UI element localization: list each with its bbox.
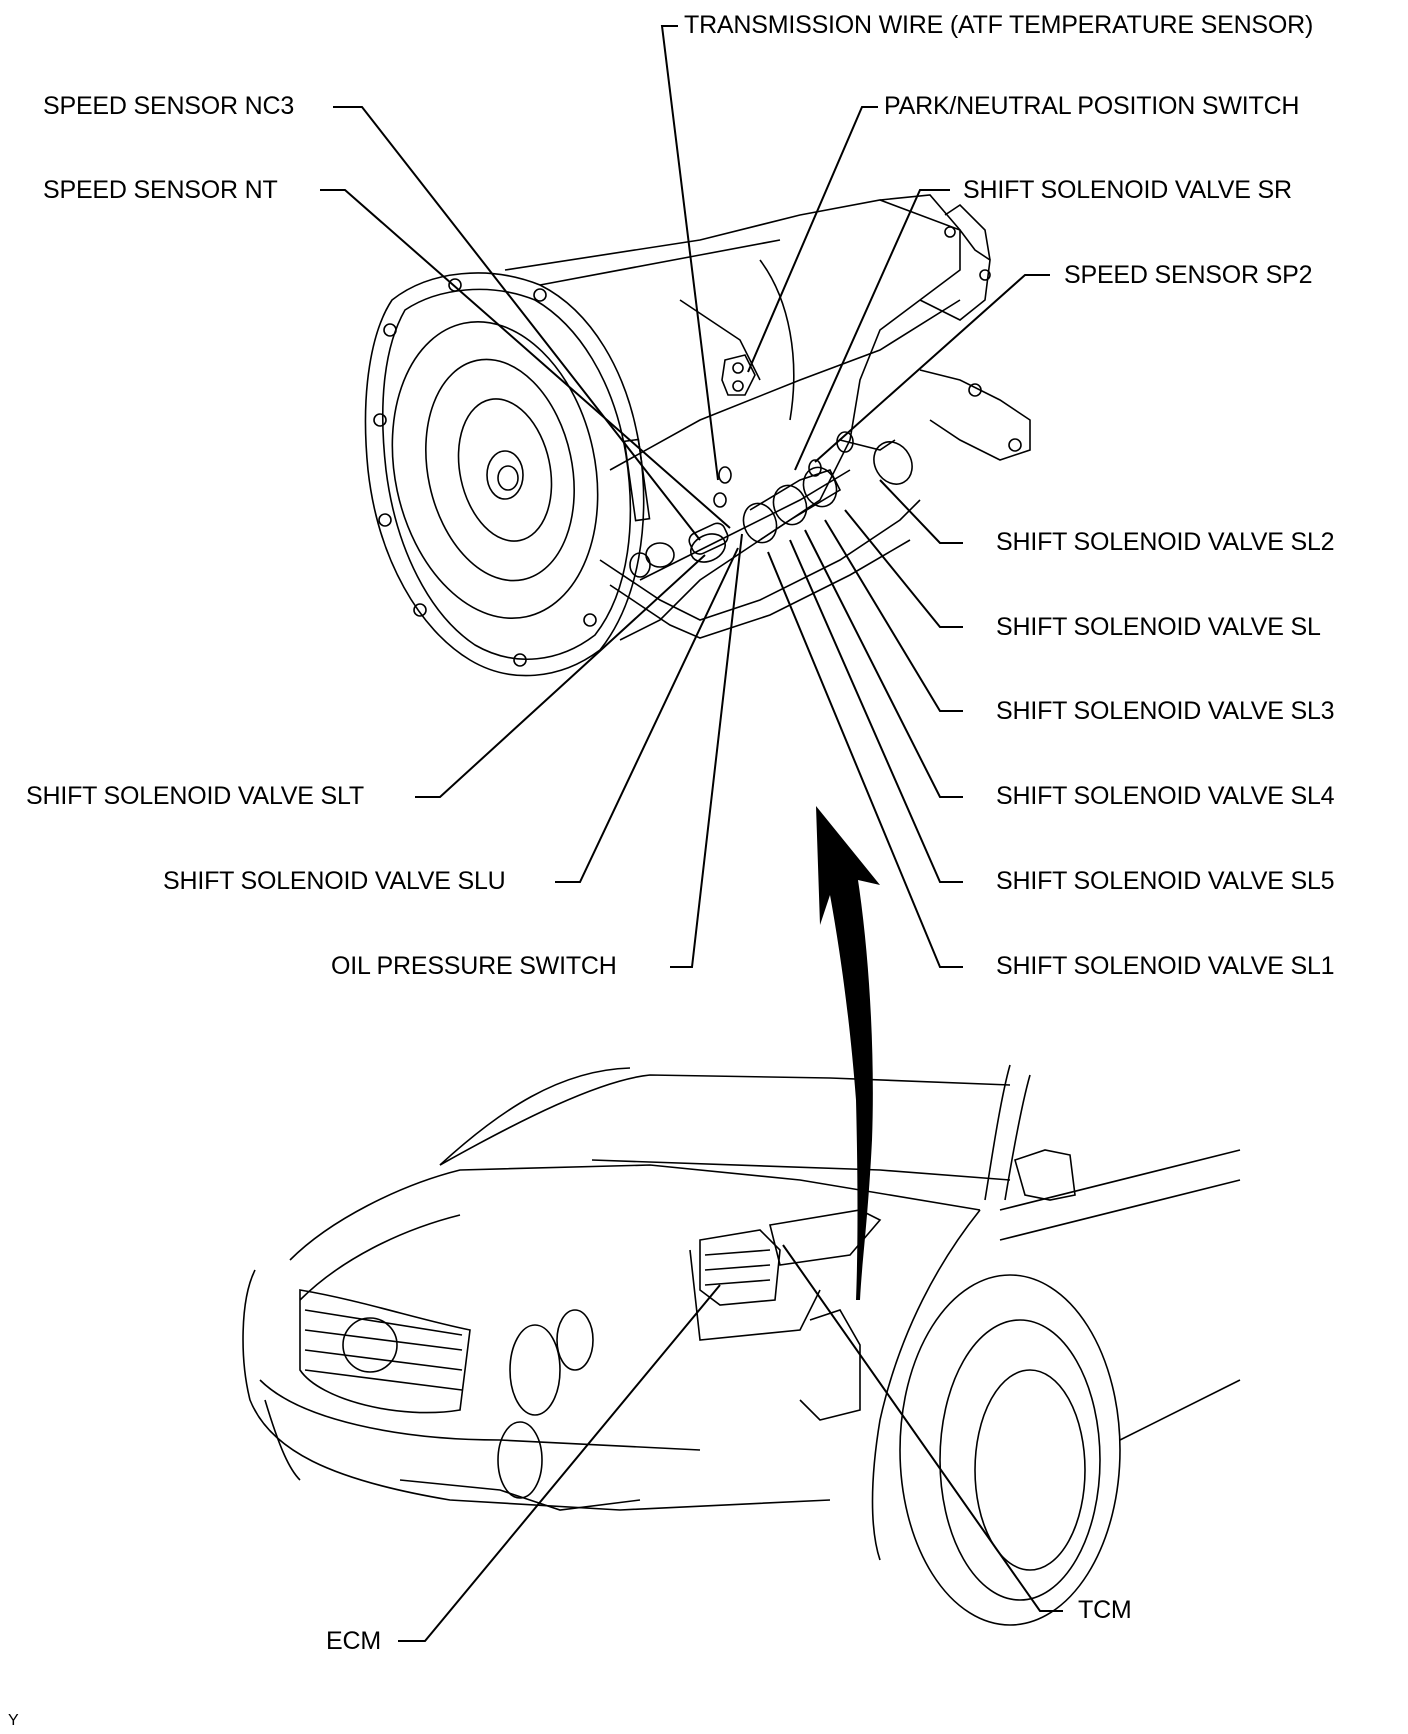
- label-speed-sensor-nc3: SPEED SENSOR NC3: [43, 92, 295, 120]
- side-mirror: [1014, 1149, 1076, 1201]
- grille-emblem: [342, 1317, 398, 1373]
- label-shift-solenoid-valve-slt: SHIFT SOLENOID VALVE SLT: [26, 782, 364, 810]
- front-wheel: [899, 1274, 1121, 1626]
- leader-lines: [320, 25, 1063, 1642]
- label-tcm: TCM: [1078, 1596, 1132, 1624]
- label-shift-solenoid-valve-sl3: SHIFT SOLENOID VALVE SL3: [996, 697, 1335, 725]
- vehicle-illustration: [242, 1064, 1241, 1626]
- label-shift-solenoid-valve-sl2: SHIFT SOLENOID VALVE SL2: [996, 528, 1335, 556]
- label-shift-solenoid-valve-sr: SHIFT SOLENOID VALVE SR: [963, 176, 1292, 204]
- rear-mount: [919, 369, 1031, 461]
- label-speed-sensor-nt: SPEED SENSOR NT: [43, 176, 278, 204]
- figure-id: Y: [8, 1712, 19, 1729]
- location-arrow-icon: [816, 806, 880, 1300]
- label-ecm: ECM: [326, 1627, 381, 1655]
- torque-converter-ring-inner: [457, 398, 553, 542]
- label-speed-sensor-sp2: SPEED SENSOR SP2: [1064, 261, 1313, 289]
- grille: [299, 1289, 471, 1414]
- label-shift-solenoid-valve-sl1: SHIFT SOLENOID VALVE SL1: [996, 952, 1335, 980]
- front-fender: [871, 1209, 981, 1561]
- transmission-illustration: [364, 194, 1031, 677]
- transmission-case: [504, 199, 961, 641]
- windshield: [439, 1074, 1011, 1166]
- torque-converter-ring: [425, 358, 575, 582]
- bell-housing-flange: [382, 288, 632, 661]
- torque-converter: [391, 321, 599, 619]
- park-neutral-switch-body: [721, 354, 756, 396]
- oil-pan: [599, 499, 921, 621]
- a-pillar: [984, 1064, 1011, 1201]
- label-transmission-wire: TRANSMISSION WIRE (ATF TEMPERATURE SENSO…: [684, 11, 1314, 39]
- label-oil-pressure-switch: OIL PRESSURE SWITCH: [331, 952, 617, 980]
- solenoid-valves: [629, 431, 913, 578]
- converter-hub: [486, 450, 524, 500]
- converter-hub-center: [497, 465, 519, 491]
- label-shift-solenoid-valve-slu: SHIFT SOLENOID VALVE SLU: [163, 867, 506, 895]
- ecm-box: [699, 1229, 781, 1306]
- bell-housing: [364, 272, 645, 677]
- headlamp: [509, 1324, 561, 1416]
- front-bumper: [242, 1269, 831, 1511]
- label-shift-solenoid-valve-sl: SHIFT SOLENOID VALVE SL: [996, 613, 1321, 641]
- label-shift-solenoid-valve-sl4: SHIFT SOLENOID VALVE SL4: [996, 782, 1335, 810]
- hood: [289, 1164, 981, 1261]
- extension-housing: [879, 194, 991, 321]
- label-park-neutral-position-switch: PARK/NEUTRAL POSITION SWITCH: [884, 92, 1300, 120]
- label-shift-solenoid-valve-sl5: SHIFT SOLENOID VALVE SL5: [996, 867, 1335, 895]
